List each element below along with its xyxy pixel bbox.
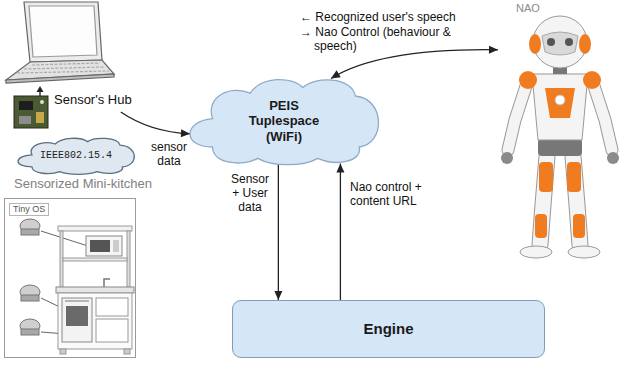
board-module	[19, 116, 31, 124]
speech-label: ← Recognized user's speech	[300, 10, 456, 24]
control-label: → Nao Control (behaviour & speech)	[300, 25, 464, 53]
arrowhead	[331, 70, 341, 78]
microwave-window	[90, 240, 110, 252]
engine-box: Engine	[232, 300, 545, 358]
kitchen-frame: Tiny OS	[4, 198, 136, 358]
connector	[340, 164, 341, 301]
robot-eye	[565, 38, 573, 46]
mini-kitchen	[56, 226, 134, 354]
robot-ear	[579, 34, 591, 54]
robot-chest	[545, 88, 575, 118]
hub-arrow-head	[37, 86, 44, 92]
robot-chest-button	[555, 95, 565, 105]
radio-cloud: IEEE802.15.4	[18, 138, 134, 174]
laptop-display	[29, 6, 97, 57]
laptop-screen	[24, 2, 102, 62]
robot-foot	[568, 246, 600, 258]
node-text: NAO	[516, 2, 540, 15]
laptop-icon	[6, 2, 114, 83]
kitchen-counter	[56, 287, 134, 293]
pir-sensors	[20, 219, 88, 335]
robot-arm-outline	[508, 86, 526, 150]
lower-cabinet	[58, 293, 132, 349]
board-chip	[19, 101, 33, 110]
cupboard-door	[96, 319, 128, 342]
robot-node: NAO	[498, 0, 622, 262]
robot-shin-cover	[535, 214, 547, 238]
hub-label-box: Sensor's Hub	[52, 90, 138, 112]
node-text: Tiny OS	[9, 203, 49, 216]
sink-tap	[104, 279, 110, 287]
cloud-shape	[190, 79, 378, 164]
robot-arm	[508, 86, 526, 150]
oven-handle	[65, 301, 89, 302]
robot-arm	[594, 86, 612, 150]
robot-shin-cover	[573, 214, 585, 238]
board-led	[40, 100, 44, 104]
hub-arrow	[37, 86, 44, 96]
oven-door	[62, 298, 92, 342]
robot-shoulder	[583, 71, 601, 89]
connector	[331, 50, 498, 79]
connector	[121, 112, 190, 134]
oven-window	[66, 306, 88, 326]
cupboard-drawer	[96, 298, 128, 316]
kitchen-top-board	[58, 226, 132, 231]
robot-head	[533, 16, 587, 68]
robot-foot	[520, 246, 552, 258]
microwave-panel	[113, 240, 119, 252]
group-caption: Sensorized Mini-kitchen	[14, 177, 152, 191]
microwave	[86, 236, 122, 256]
robot-torso	[532, 74, 588, 140]
edge-label: Sensor + User data	[228, 172, 272, 214]
cloud-shape	[18, 138, 134, 174]
board-pcb	[14, 96, 48, 128]
laptop-front	[6, 74, 114, 83]
arrowhead	[274, 291, 282, 300]
node-text: Sensor's Hub	[54, 92, 132, 108]
robot-face	[542, 32, 578, 55]
hub-board	[14, 96, 48, 128]
keyboard-keys	[17, 63, 109, 73]
robot-eye	[547, 38, 555, 46]
robot-ear	[529, 34, 541, 54]
node-text: Engine	[363, 320, 413, 338]
edge-label: sensor data	[150, 140, 188, 168]
sensor-base	[21, 229, 39, 235]
connector	[278, 164, 279, 301]
kitchen-foot	[124, 349, 130, 354]
robot-pelvis	[538, 138, 582, 156]
arrowhead	[336, 164, 344, 173]
tuplespace-cloud: PEIS Tuplespace (WiFi)	[190, 79, 378, 164]
sensor-base	[21, 329, 39, 335]
nao-robot	[501, 16, 619, 258]
robot-shoulder	[519, 71, 537, 89]
kitchen-foot	[60, 349, 66, 354]
node-text: IEEE802.15.4	[40, 150, 112, 162]
node-text: PEIS Tuplespace (WiFi)	[237, 98, 332, 145]
robot-thigh-cover	[567, 162, 581, 192]
kitchen-shelf	[63, 258, 127, 261]
arrowhead	[181, 129, 190, 137]
robot-hand	[607, 152, 619, 164]
robot-arm-outline	[594, 86, 612, 150]
robot-hand	[501, 152, 513, 164]
robot-thigh-cover	[539, 162, 553, 192]
board-connector	[36, 112, 44, 123]
arrowhead	[489, 46, 498, 54]
edge-label: Nao control + content URL	[350, 180, 445, 208]
sensor-base	[21, 295, 39, 301]
